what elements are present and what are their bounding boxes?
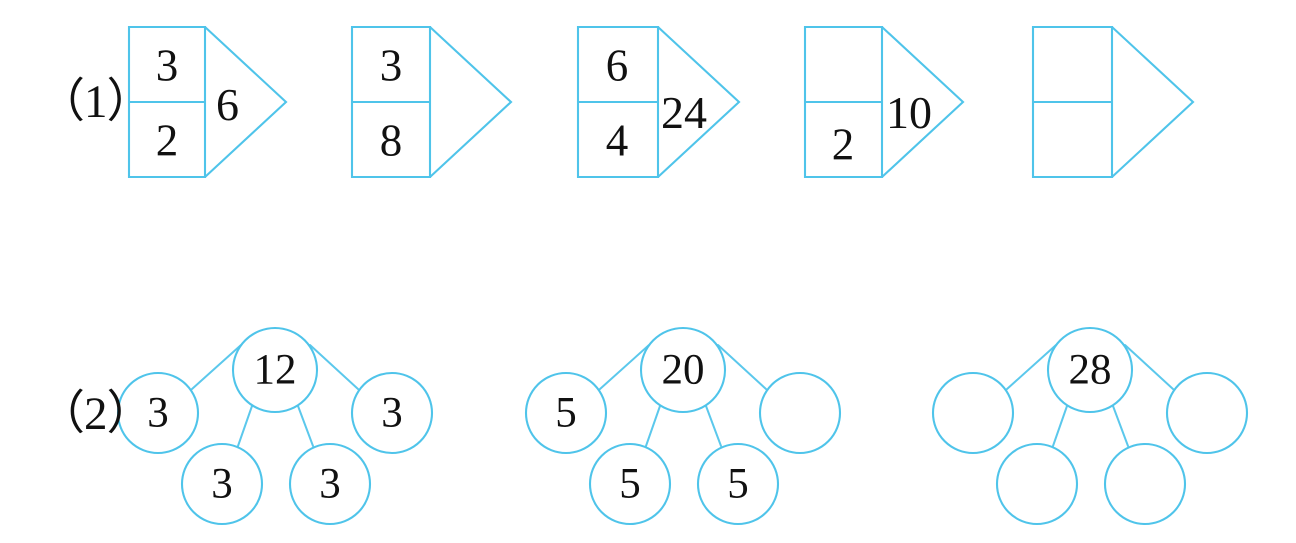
cluster-1-left-value[interactable]: 3 bbox=[147, 389, 169, 437]
arrow-figure-5 bbox=[1031, 25, 1195, 179]
cluster-1-right-value[interactable]: 3 bbox=[381, 389, 403, 437]
cluster-2-center-value[interactable]: 20 bbox=[661, 346, 705, 394]
arrow-3-top-value[interactable]: 6 bbox=[605, 40, 629, 91]
arrow-2-bottom-value[interactable]: 8 bbox=[379, 115, 403, 166]
arrow-2-top-value[interactable]: 3 bbox=[379, 40, 403, 91]
arrow-figure-2 bbox=[350, 25, 513, 179]
arrow-3-result-value[interactable]: 24 bbox=[661, 87, 707, 138]
arrow-1-top-value[interactable]: 3 bbox=[155, 40, 179, 91]
cluster-2-bottom-right-value[interactable]: 5 bbox=[727, 460, 749, 508]
arrow-figure-4 bbox=[803, 25, 965, 179]
arrow-1-bottom-value[interactable]: 2 bbox=[155, 115, 179, 166]
arrow-4-bottom-value[interactable]: 2 bbox=[831, 119, 855, 170]
cluster-2-left-value[interactable]: 5 bbox=[555, 389, 577, 437]
cluster-1-bottom-left-value[interactable]: 3 bbox=[211, 460, 233, 508]
arrow-1-result-value[interactable]: 6 bbox=[216, 79, 239, 130]
arrow-4-result-value[interactable]: 10 bbox=[886, 87, 932, 138]
arrow-figure-3 bbox=[576, 25, 741, 179]
cluster-1-bottom-right-value[interactable]: 3 bbox=[319, 460, 341, 508]
row-label-2: （2） bbox=[38, 388, 153, 440]
cluster-1-center-value[interactable]: 12 bbox=[253, 346, 297, 394]
arrow-3-bottom-value[interactable]: 4 bbox=[605, 115, 629, 166]
arrow-figure-1 bbox=[127, 25, 288, 179]
cluster-3-center-value[interactable]: 28 bbox=[1068, 346, 1112, 394]
cluster-2-bottom-left-value[interactable]: 5 bbox=[619, 460, 641, 508]
row-label-1: （1） bbox=[38, 76, 153, 128]
